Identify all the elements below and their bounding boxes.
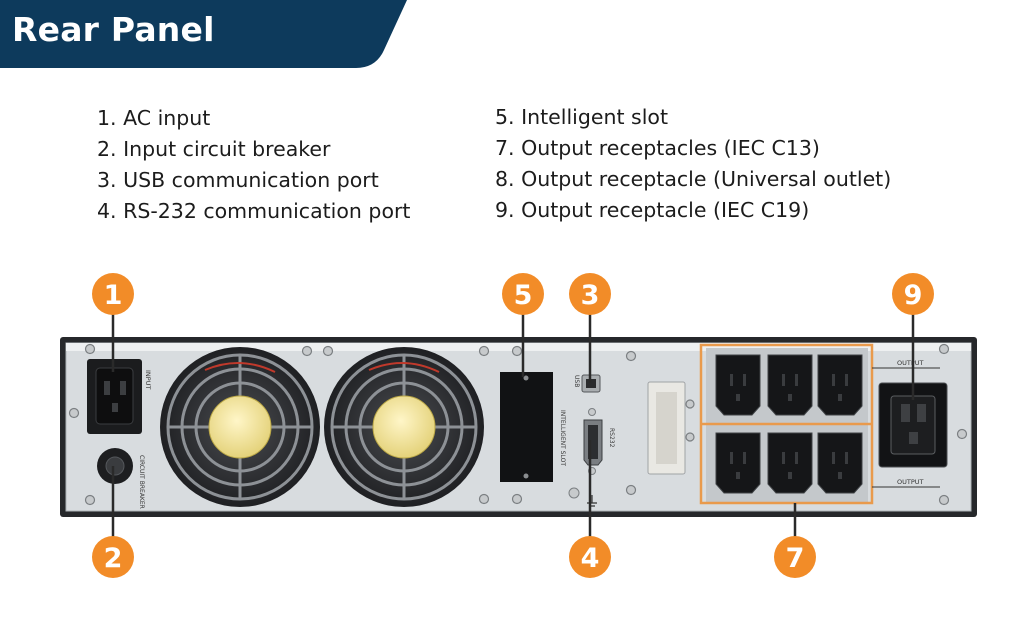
legend-right: 5. Intelligent slot 7. Output receptacle… (495, 102, 891, 226)
ac-input-socket (87, 359, 142, 434)
header-banner: Rear Panel (0, 0, 410, 69)
page-title: Rear Panel (12, 10, 215, 49)
callout-9: 9 (892, 273, 934, 315)
c13-outlet (715, 432, 761, 494)
legend-item-rs232-port: 4. RS-232 communication port (97, 199, 411, 223)
callout-2-number: 2 (104, 543, 123, 574)
callout-4: 4 (569, 536, 611, 578)
callout-1: 1 (92, 273, 134, 315)
callout-3-number: 3 (581, 280, 600, 311)
intelligent-slot-cover (500, 372, 553, 482)
cooling-fan-left (160, 347, 320, 507)
callout-7: 7 (774, 536, 816, 578)
breaker-label: CIRCUIT BREAKER (138, 455, 145, 509)
circuit-breaker-button (97, 448, 133, 484)
legend-item-universal-outlet: 8. Output receptacle (Universal outlet) (495, 167, 892, 191)
c13-outlet (817, 432, 863, 494)
c13-outlet-group (699, 343, 874, 505)
universal-outlet-cover (647, 381, 686, 475)
legend-item-c19-output: 9. Output receptacle (IEC C19) (495, 198, 810, 222)
cooling-fan-right (324, 347, 484, 507)
ground-screw (568, 487, 597, 507)
banner-shape (0, 0, 407, 68)
output-label-top: OUTPUT (897, 359, 924, 367)
legend-item-ac-input: 1. AC input (97, 106, 211, 130)
callout-2: 2 (92, 536, 134, 578)
legend-item-c13-outputs: 7. Output receptacles (IEC C13) (495, 136, 820, 160)
callout-1-number: 1 (104, 280, 123, 311)
callout-4-number: 4 (581, 543, 600, 574)
callout-9-number: 9 (904, 280, 923, 311)
legend-item-usb-port: 3. USB communication port (97, 168, 379, 192)
legend-item-input-breaker: 2. Input circuit breaker (97, 137, 331, 161)
input-label: INPUT (144, 370, 152, 389)
callout-3: 3 (569, 273, 611, 315)
output-label-bottom: OUTPUT (897, 478, 924, 486)
c19-outlet (878, 382, 948, 468)
c13-outlet (817, 354, 863, 416)
panel-screws (68, 343, 968, 506)
c13-outlet (767, 432, 813, 494)
callout-7-number: 7 (786, 543, 805, 574)
rs232-label: RS232 (608, 428, 615, 448)
usb-label: USB (573, 375, 580, 387)
legend-item-intelligent-slot: 5. Intelligent slot (495, 105, 668, 129)
slot-label: INTELLIGENT SLOT (559, 410, 566, 466)
legend-left: 1. AC input 2. Input circuit breaker 3. … (97, 103, 410, 227)
callout-5: 5 (502, 273, 544, 315)
rs232-port (583, 408, 603, 475)
callout-lines (111, 313, 915, 537)
c13-outlet (715, 354, 761, 416)
c13-outlet (767, 354, 813, 416)
callout-5-number: 5 (514, 280, 533, 311)
